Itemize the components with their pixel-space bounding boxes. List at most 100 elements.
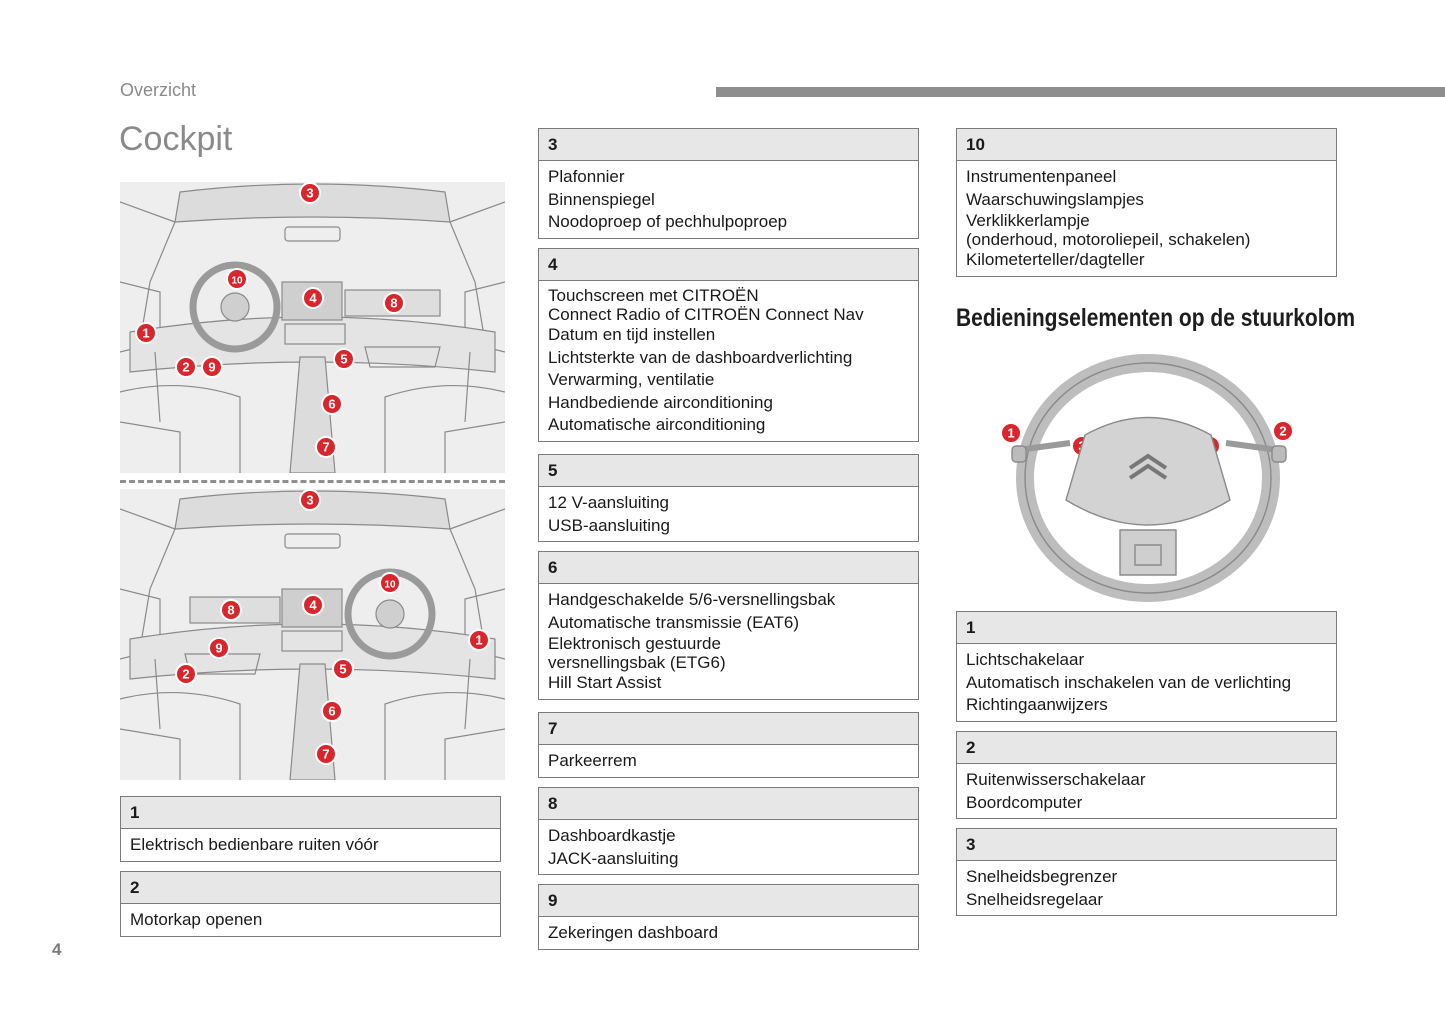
- callout-marker-3: [299, 489, 321, 511]
- legend-item: Connect Radio of CITROËN Connect Nav: [548, 305, 864, 324]
- legend-box-6: 6 Handgeschakelde 5/6-versnellingsbak Au…: [538, 551, 919, 700]
- legend-box-4: 4 Touchscreen met CITROËN Connect Radio …: [538, 248, 919, 442]
- legend-box-1: 1 Elektrisch bedienbare ruiten vóór: [120, 796, 501, 862]
- callout-marker-7: [315, 436, 337, 458]
- legend-number: 3: [957, 829, 1336, 861]
- legend-number: 7: [539, 713, 918, 745]
- callout-marker-label: 9: [208, 360, 215, 375]
- legend-item: Zekeringen dashboard: [548, 923, 719, 942]
- legend-item: Boordcomputer: [966, 792, 1083, 812]
- legend-number: 1: [957, 612, 1336, 644]
- page-number: 4: [52, 940, 62, 959]
- callout-marker-label: 8: [227, 603, 234, 618]
- diagram-divider: [120, 480, 505, 483]
- legend-box-8: 8 Dashboardkastje JACK-aansluiting: [538, 787, 919, 875]
- cockpit-illustration-rhd: [120, 489, 505, 780]
- legend-item: Binnenspiegel: [548, 189, 655, 209]
- callout-marker-1: [1000, 422, 1022, 444]
- callout-marker-1: [135, 322, 157, 344]
- callout-marker-3: [299, 182, 321, 204]
- steering-wheel-illustration: [990, 350, 1310, 605]
- callout-marker-8: [220, 599, 242, 621]
- callout-marker-label: 8: [390, 296, 397, 311]
- legend-item: Verklikkerlampje: [966, 211, 1090, 230]
- legend-number: 1: [121, 797, 500, 829]
- callout-marker-8: [383, 292, 405, 314]
- legend-item: Parkeerrem: [548, 751, 637, 770]
- callout-marker-label: 7: [322, 440, 329, 455]
- callout-marker-7: [315, 743, 337, 765]
- legend-item: Instrumentenpaneel: [966, 167, 1117, 186]
- page-title: Cockpit: [119, 120, 233, 158]
- legend-item: Datum en tijd instellen: [548, 325, 716, 344]
- callout-marker-label: 7: [322, 747, 329, 762]
- callout-marker-10: [379, 572, 401, 594]
- legend-number: 2: [957, 732, 1336, 764]
- legend-item: Kilometerteller/dagteller: [966, 250, 1145, 269]
- callout-marker-label: 6: [328, 704, 335, 719]
- callout-marker-5: [332, 658, 354, 680]
- legend-item: Noodoproep of pechhulpoproep: [548, 212, 788, 231]
- legend-item: Lichtschakelaar: [966, 650, 1085, 669]
- legend-box-5: 5 12 V-aansluiting USB-aansluiting: [538, 454, 919, 542]
- legend-item: Lichtsterkte van de dashboardverlichting: [548, 347, 853, 367]
- callout-marker-label: 1: [475, 633, 482, 648]
- callout-marker-2: [175, 356, 197, 378]
- legend-number: 4: [539, 249, 918, 281]
- callout-marker-10: [226, 268, 248, 290]
- wheel-legend-box-2: 2 Ruitenwisserschakelaar Boordcomputer: [956, 731, 1337, 819]
- callout-marker-label: 10: [231, 276, 243, 287]
- legend-item: Verwarming, ventilatie: [548, 370, 715, 389]
- callout-marker-label: 5: [339, 662, 346, 677]
- callout-marker-6: [321, 393, 343, 415]
- legend-number: 2: [121, 872, 500, 904]
- callout-marker-9: [208, 637, 230, 659]
- legend-item: Touchscreen met CITROËN: [548, 286, 759, 305]
- legend-item: Handbediende airconditioning: [548, 392, 773, 412]
- legend-box-10: 10 Instrumentenpaneel Waarschuwingslampj…: [956, 128, 1337, 277]
- callout-marker-4: [302, 594, 324, 616]
- legend-item: Snelheidsbegrenzer: [966, 867, 1118, 886]
- legend-item: Motorkap openen: [130, 910, 263, 929]
- legend-item: Handgeschakelde 5/6-versnellingsbak: [548, 590, 836, 609]
- legend-item: Automatische transmissie (EAT6): [548, 612, 799, 632]
- header-bar: [716, 87, 1445, 97]
- callout-marker-label: 6: [328, 397, 335, 412]
- callout-marker-label: 2: [182, 667, 189, 682]
- legend-item: Richtingaanwijzers: [966, 695, 1108, 714]
- legend-item: 12 V-aansluiting: [548, 493, 669, 512]
- callout-marker-2: [175, 663, 197, 685]
- legend-number: 9: [539, 885, 918, 917]
- wheel-legend-box-1: 1 Lichtschakelaar Automatisch inschakele…: [956, 611, 1337, 722]
- callout-marker-label: 2: [182, 360, 189, 375]
- legend-box-7: 7 Parkeerrem: [538, 712, 919, 778]
- legend-item: Ruitenwisserschakelaar: [966, 770, 1146, 789]
- callout-marker-label: 9: [215, 641, 222, 656]
- legend-item: Plafonnier: [548, 167, 625, 186]
- cockpit-illustration-lhd: [120, 182, 505, 473]
- callout-marker-9: [201, 356, 223, 378]
- legend-number: 6: [539, 552, 918, 584]
- legend-box-3: 3 Plafonnier Binnenspiegel Noodoproep of…: [538, 128, 919, 239]
- legend-item: USB-aansluiting: [548, 515, 670, 535]
- callout-marker-5: [333, 348, 355, 370]
- callout-marker-label: 4: [309, 291, 317, 306]
- legend-item: JACK-aansluiting: [548, 848, 679, 868]
- legend-number: 5: [539, 455, 918, 487]
- legend-number: 8: [539, 788, 918, 820]
- legend-item: Snelheidsregelaar: [966, 889, 1104, 909]
- legend-item: versnellingsbak (ETG6): [548, 653, 726, 672]
- callout-marker-label: 3: [306, 493, 313, 508]
- legend-box-2: 2 Motorkap openen: [120, 871, 501, 937]
- callout-marker-6: [321, 700, 343, 722]
- legend-item: Elektronisch gestuurde: [548, 634, 721, 653]
- legend-item: Elektrisch bedienbare ruiten vóór: [130, 835, 379, 854]
- legend-item: (onderhoud, motoroliepeil, schakelen): [966, 230, 1251, 249]
- legend-number: 10: [957, 129, 1336, 161]
- legend-item: Hill Start Assist: [548, 673, 662, 692]
- steering-controls-heading: Bedieningselementen op de stuurkolom: [956, 304, 1356, 332]
- callout-marker-label: 1: [1007, 426, 1014, 441]
- callout-marker-label: 2: [1279, 424, 1286, 439]
- legend-item: Automatisch inschakelen van de verlichti…: [966, 672, 1292, 692]
